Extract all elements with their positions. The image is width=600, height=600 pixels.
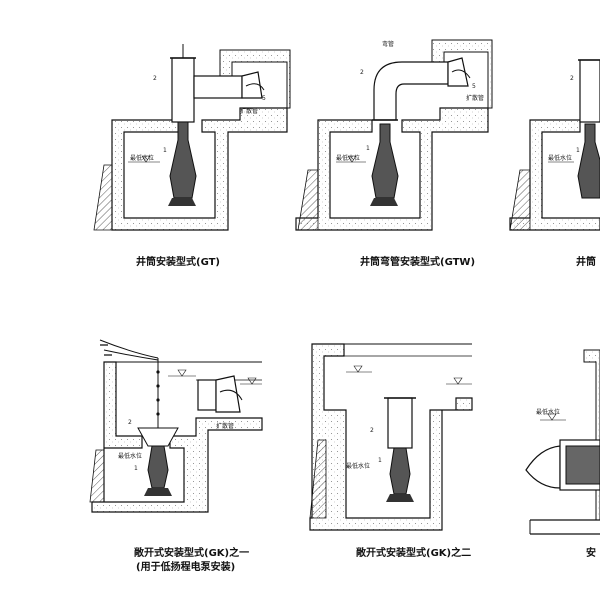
part-number: 5 (472, 83, 476, 90)
flap-valve (447, 57, 469, 87)
min-water-level-label: 最低水位 (336, 154, 360, 162)
panel-caption: 敞开式安装型式(GK)之二 (356, 546, 471, 559)
panel-gt: 最低水位 扩散管 2 1 5 井筒安装型式(GT) (93, 44, 291, 268)
flap-valve (241, 71, 263, 99)
submersible-pump (565, 445, 600, 485)
min-water-level-label: 最低水位 (346, 462, 370, 470)
riser-pipe (171, 57, 195, 123)
riser-pipe (579, 59, 600, 123)
submersible-pump (577, 123, 600, 199)
part-number: 1 (576, 147, 580, 154)
bellmouth (525, 445, 561, 489)
concrete-structure (309, 343, 473, 531)
panel-caption: 井筒弯管安装型式(GTW) (360, 255, 475, 268)
part-number: 1 (366, 145, 370, 152)
bend-pipe (373, 61, 449, 121)
bellmouth (137, 427, 179, 447)
panel-caption-note: (用于低扬程电泵安装) (136, 560, 235, 573)
panel-partial-6: 最低水位 安 (525, 349, 600, 559)
diffuser-label: 扩散管 (466, 94, 484, 102)
flap-valve (215, 375, 241, 413)
min-water-level-label: 最低水位 (548, 154, 572, 162)
concrete-structure (295, 107, 489, 231)
discharge-pipe (197, 379, 217, 411)
part-number: 2 (153, 75, 157, 82)
panel-caption: 井筒 (576, 255, 596, 268)
wall-hatch (309, 439, 327, 519)
panel-gk-1: 最低水位 扩散管 2 1 敞开式安装型式(GK)之一 (用于低扬程电泵安装) (89, 339, 263, 573)
submersible-pump (169, 121, 197, 199)
diffuser-label: 扩散管 (216, 422, 234, 430)
panel-caption: 井筒安装型式(GT) (136, 255, 220, 268)
panel-gt-partial: 最低水位 2 1 井筒 (509, 59, 600, 268)
diffuser-label: 扩散管 (240, 107, 258, 115)
discharge-pipe (193, 75, 243, 99)
min-water-level-label: 最低水位 (118, 452, 142, 460)
part-number: 1 (134, 465, 138, 472)
panel-caption: 敞开式安装型式(GK)之一 (134, 546, 249, 559)
panel-gtw: 最低水位 扩散管 弯管 2 1 5 井筒弯管安装型式(GTW) (295, 39, 493, 268)
concrete-structure (583, 349, 600, 521)
submersible-pump (147, 445, 169, 489)
wall-hatch (509, 169, 531, 231)
part-number: 1 (163, 147, 167, 154)
wall-hatch (89, 449, 105, 503)
riser-pipe (387, 397, 413, 449)
part-number: 1 (378, 457, 382, 464)
part-number: 2 (128, 419, 132, 426)
panel-caption: 安 (586, 546, 596, 559)
part-number: 2 (370, 427, 374, 434)
concrete-structure (91, 361, 263, 513)
min-water-level-label: 最低水位 (130, 154, 154, 162)
concrete-structure (111, 107, 288, 231)
submersible-pump (371, 123, 399, 199)
min-water-level-label: 最低水位 (536, 408, 560, 416)
panel-gk-2: 最低水位 2 1 敞开式安装型式(GK)之二 (309, 343, 473, 559)
bend-label: 弯管 (382, 40, 394, 48)
wall-hatch (93, 164, 113, 231)
part-number: 5 (262, 95, 266, 102)
wall-hatch (297, 169, 319, 231)
part-number: 2 (360, 69, 364, 76)
submersible-pump (389, 447, 411, 495)
part-number: 2 (570, 75, 574, 82)
